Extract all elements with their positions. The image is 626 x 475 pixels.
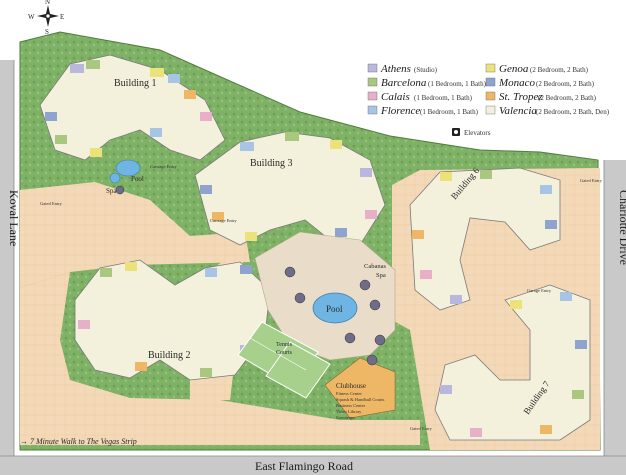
legend-swatch — [367, 105, 378, 115]
tennis-label-2: Courts — [276, 350, 293, 356]
legend-name: Florence — [380, 105, 420, 117]
elevators-label: Elevators — [464, 129, 491, 137]
garage-entry: Garage Entry — [527, 288, 552, 293]
legend-desc: (1 Bedroom, 1 Bath) — [428, 80, 487, 88]
walk-note-text: 7 Minute Walk to The Vegas Strip — [30, 437, 137, 446]
elevator-icon — [359, 279, 371, 291]
compass-s: S — [45, 28, 49, 36]
carriage-entry-2: Carriage Entry — [150, 164, 177, 169]
elevator-icon — [294, 292, 306, 304]
cabanas-label: Cabanas — [364, 263, 386, 270]
legend-name: St. Tropez — [499, 91, 543, 103]
elevator-icon — [369, 299, 381, 311]
building-1-label: Building 1 — [114, 78, 157, 89]
koval-lane-label: Koval Lane — [7, 190, 21, 246]
building-2-label: Building 2 — [148, 350, 191, 361]
legend-swatch — [367, 63, 378, 73]
main-pool-label: Pool — [326, 304, 343, 314]
flamingo-road — [0, 456, 626, 475]
legend-desc: (2 Bedroom, 2 Bath, Den) — [536, 108, 610, 116]
elevator-icon — [284, 266, 296, 278]
compass-n: N — [45, 0, 50, 6]
legend-desc: (1 Bedroom, 1 Bath) — [414, 94, 473, 102]
legend-desc: (2 Bedroom, 2 Bath) — [530, 66, 589, 74]
unit-legend: Athens (Studio) Barcelona (1 Bedroom, 1 … — [364, 58, 610, 137]
legend-swatch — [485, 63, 496, 73]
legend-desc: (2 Bedroom, 2 Bath) — [538, 94, 597, 102]
compass-rose: N S E W — [28, 0, 64, 36]
small-spa-label: Spa — [106, 187, 117, 195]
small-pool — [115, 159, 141, 177]
clubhouse-line-2: Squash & Handball Courts — [336, 397, 385, 402]
clubhouse-line-1: Fitness Center — [336, 391, 362, 396]
elevator-icon — [344, 332, 356, 344]
legend-desc: (1 Bedroom, 1 Bath) — [420, 108, 479, 116]
legend-desc: (Studio) — [414, 66, 438, 74]
legend-col-1: Athens (Studio) Barcelona (1 Bedroom, 1 … — [367, 63, 487, 117]
elevator-icon — [374, 334, 386, 346]
small-spa — [109, 172, 121, 184]
legend-swatch — [367, 91, 378, 101]
spa-label-main: Spa — [376, 272, 386, 279]
building-6: Building 6 — [409, 165, 561, 311]
legend-swatch — [485, 91, 496, 101]
legend-desc: (2 Bedroom, 2 Bath) — [536, 80, 595, 88]
parking-west — [20, 182, 250, 288]
legend-name: Calais — [381, 91, 410, 103]
legend-swatch — [485, 77, 496, 87]
tennis-courts: Tennis Courts — [237, 321, 331, 399]
small-pool-label: Pool — [131, 175, 144, 183]
building-3: Building 3 — [194, 131, 386, 246]
legend-swatch — [485, 105, 496, 115]
gated-entry-south: Gated Entry — [410, 426, 433, 431]
charlotte-drive-label: Charlotte Drive — [617, 190, 626, 265]
elevator-icon — [115, 185, 125, 195]
koval-lane-road — [0, 60, 14, 460]
elevator-icon — [366, 354, 378, 366]
clubhouse-title: Clubhouse — [336, 382, 366, 390]
compass-w: W — [28, 13, 35, 21]
charlotte-drive-road — [604, 160, 626, 460]
legend-name: Barcelona — [381, 77, 427, 89]
gated-entry-east: Gated Entry — [580, 178, 603, 183]
flamingo-road-label: East Flamingo Road — [255, 459, 353, 473]
legend-name: Athens — [380, 63, 411, 75]
legend-elevators: Elevators — [452, 128, 491, 137]
clubhouse: Clubhouse Fitness Center Squash & Handba… — [324, 357, 396, 420]
clubhouse-line-4: Video Library — [336, 409, 362, 414]
walk-note: → 7 Minute Walk to The Vegas Strip — [20, 437, 137, 446]
elevator-icons — [115, 185, 386, 366]
gated-entry-west: Gated Entry — [40, 201, 63, 206]
main-pool — [312, 292, 358, 324]
clubhouse-line-5: Concierge — [336, 415, 354, 420]
tennis-label-1: Tennis — [276, 342, 293, 348]
legend-name: Genoa — [499, 63, 529, 75]
building-3-label: Building 3 — [250, 158, 293, 169]
building-7: Building 7 — [434, 284, 591, 441]
legend-name: Monaco — [498, 77, 536, 89]
compass-e: E — [60, 13, 64, 21]
legend-col-2: Genoa (2 Bedroom, 2 Bath) Monaco (2 Bedr… — [485, 63, 610, 117]
building-1: Building 1 — [39, 54, 226, 161]
legend-name: Valencia — [499, 105, 537, 117]
legend-swatch — [367, 77, 378, 87]
carriage-entry-1: Carriage Entry — [210, 218, 237, 223]
clubhouse-line-3: Business Center — [336, 403, 366, 408]
parking-south — [20, 272, 420, 445]
